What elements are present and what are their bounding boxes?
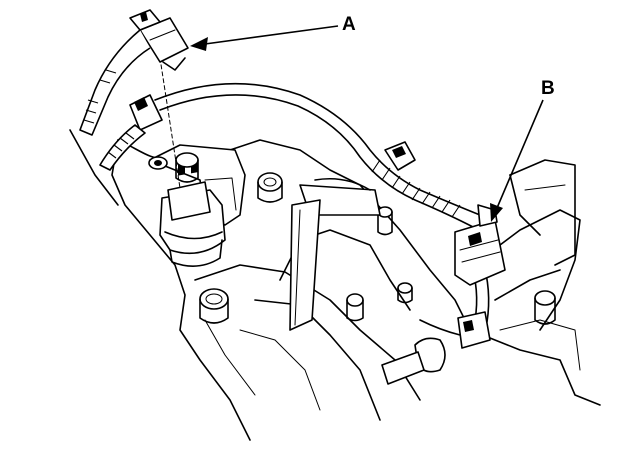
bottom-connector: [381, 311, 491, 385]
callout-a-label: A: [342, 14, 356, 35]
mounting-bolt-bosses: [199, 172, 556, 325]
sensor-assembly: [159, 57, 226, 267]
connector-a: [79, 9, 189, 136]
connector-b: [454, 204, 506, 286]
callout-a-leader: [190, 25, 339, 51]
callout-b-label: B: [541, 78, 555, 99]
wire-harness: [154, 82, 490, 336]
callout-b-leader: [490, 99, 544, 222]
engine-housing: [69, 129, 601, 441]
connecting-pipe: [289, 177, 381, 331]
corrugated-loom: [99, 94, 163, 171]
